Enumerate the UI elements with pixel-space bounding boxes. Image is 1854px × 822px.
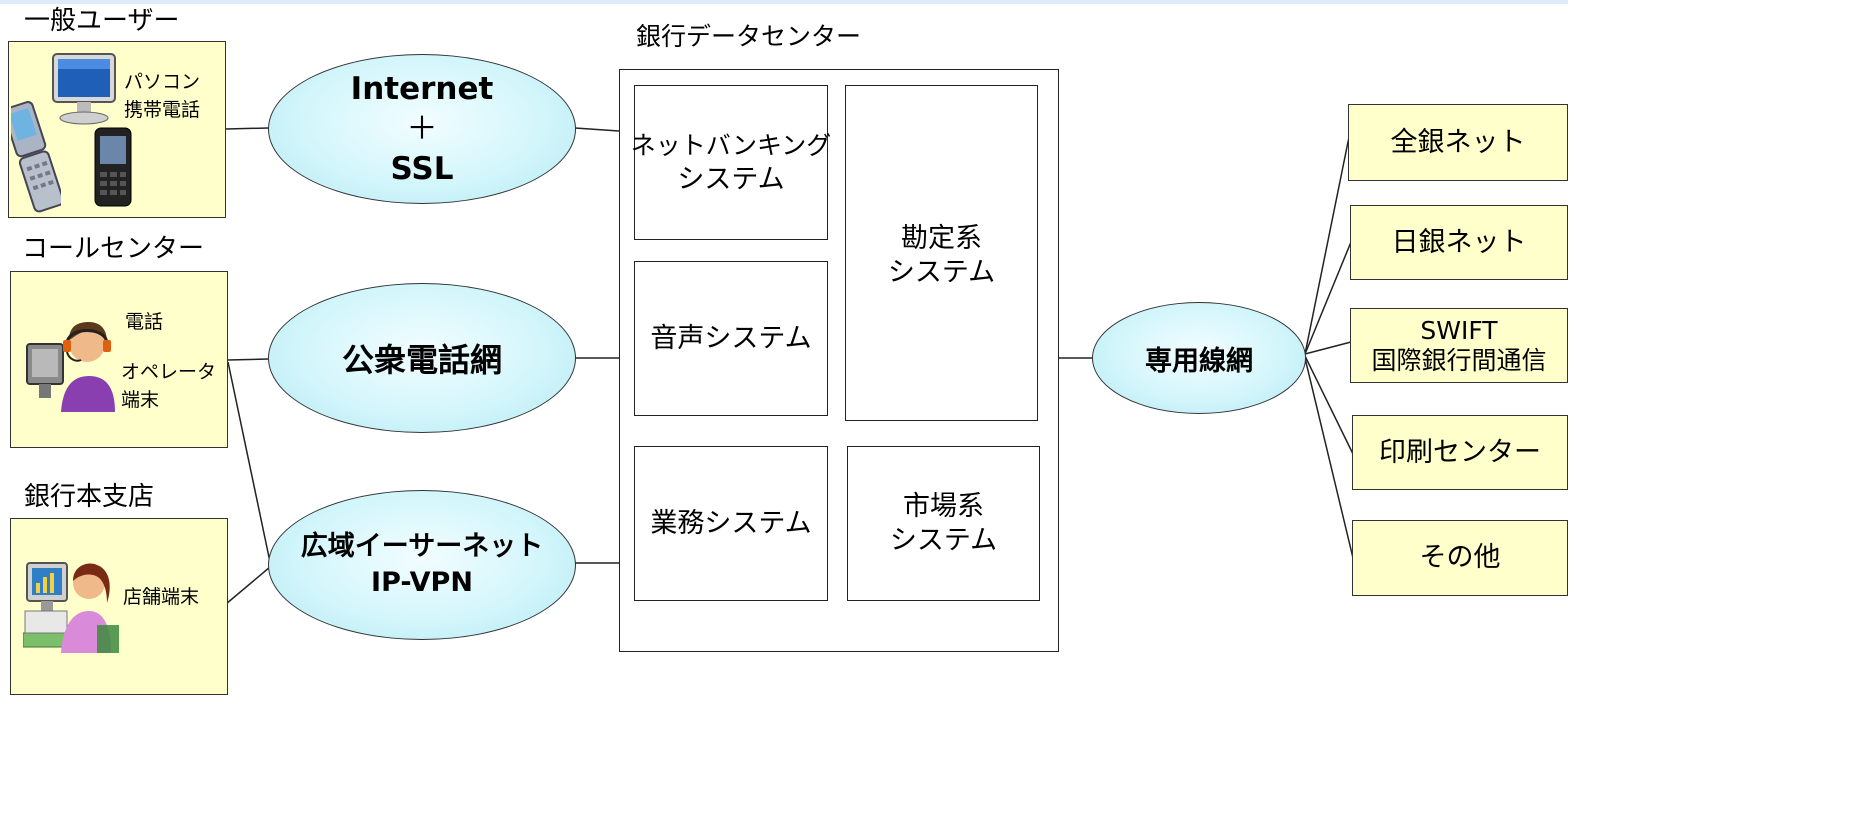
zengin-net-box: 全銀ネット <box>1348 104 1568 181</box>
line-callcenter-widearea <box>227 361 271 563</box>
line-leased-nichigin <box>1304 241 1352 355</box>
business-system-label: 業務システム <box>650 507 812 539</box>
other-box: その他 <box>1352 520 1568 596</box>
line-users-internet <box>225 127 269 130</box>
line-internet-dc <box>574 127 620 132</box>
plus-label: ＋ <box>406 111 438 147</box>
line-branch-widearea <box>225 566 271 605</box>
branch-heading: 銀行本支店 <box>24 482 155 512</box>
store-terminal-label: 店舗端末 <box>123 586 200 608</box>
nichigin-net-label: 日銀ネット <box>1391 226 1527 258</box>
nichigin-net-box: 日銀ネット <box>1350 205 1568 280</box>
general-users-heading: 一般ユーザー <box>24 6 180 36</box>
line-callcenter-phone <box>227 358 269 361</box>
printing-center-label: 印刷センター <box>1379 436 1541 468</box>
public-phone-network-label: 公衆電話網 <box>341 341 502 379</box>
ssl-label: SSL <box>390 151 454 187</box>
accounting-label-2: システム <box>887 257 996 288</box>
call-center-box: 電話 オペレータ 端末 <box>10 271 228 448</box>
swift-label: SWIFT <box>1420 315 1498 345</box>
call-center-heading: コールセンター <box>22 234 205 264</box>
data-center-title: 銀行データセンター <box>636 22 862 51</box>
net-banking-system-box: ネットバンキング システム <box>631 85 831 240</box>
pc-monitor-icon <box>52 53 116 125</box>
net-banking-label-2: システム <box>677 163 785 195</box>
swift-box: SWIFT 国際銀行間通信 <box>1350 308 1568 383</box>
connection-lines <box>225 127 1354 605</box>
leased-line-network-ellipse: 専用線網 <box>1092 302 1306 414</box>
ip-vpn-label: IP-VPN <box>371 567 473 598</box>
terminal-label: 端末 <box>121 389 160 411</box>
other-label: その他 <box>1419 542 1501 573</box>
top-accent-band <box>0 0 1568 4</box>
mobile-label: 携帯電話 <box>124 99 201 121</box>
line-leased-zengin <box>1304 136 1350 355</box>
operator-icon <box>26 322 115 412</box>
pc-label: パソコン <box>124 71 201 93</box>
public-phone-network-ellipse: 公衆電話網 <box>268 283 576 433</box>
branch-box: 店舗端末 <box>10 518 228 695</box>
printing-center-box: 印刷センター <box>1352 415 1568 490</box>
internet-label: Internet <box>350 71 494 107</box>
line-leased-other <box>1304 357 1354 559</box>
wide-area-network-ellipse: 広域イーサーネット IP-VPN <box>268 490 576 640</box>
voice-system-label: 音声システム <box>650 322 812 354</box>
flip-phone-icon <box>11 101 61 213</box>
line-leased-swift <box>1304 341 1352 355</box>
zengin-net-label: 全銀ネット <box>1390 126 1526 158</box>
net-banking-label-1: ネットバンキング <box>630 130 832 160</box>
accounting-system-box: 勘定系 システム <box>845 85 1038 421</box>
voice-system-box: 音声システム <box>634 261 828 416</box>
interbank-communication-label: 国際銀行間通信 <box>1371 345 1547 375</box>
business-system-box: 業務システム <box>634 446 828 601</box>
market-system-box: 市場系 システム <box>847 446 1040 601</box>
market-label-2: システム <box>889 524 998 556</box>
wide-area-ethernet-label: 広域イーサーネット <box>300 531 544 562</box>
store-clerk-icon <box>23 562 119 653</box>
phone-label: 電話 <box>125 311 164 333</box>
line-leased-printing <box>1304 355 1354 455</box>
market-label-1: 市場系 <box>903 490 984 522</box>
general-users-box: パソコン 携帯電話 <box>8 41 226 218</box>
internet-ssl-ellipse: Internet ＋ SSL <box>268 54 576 204</box>
leased-line-network-label: 専用線網 <box>1145 345 1253 377</box>
operator-label: オペレータ <box>121 361 217 383</box>
accounting-label-1: 勘定系 <box>901 223 982 254</box>
smartphone-icon <box>94 127 132 207</box>
